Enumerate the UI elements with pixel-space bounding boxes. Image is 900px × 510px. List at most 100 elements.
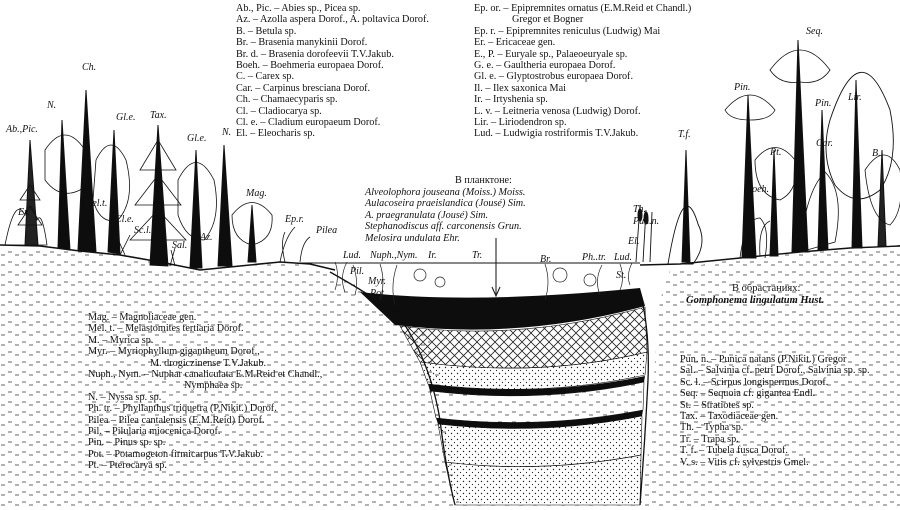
legend-entry: Pin. – Pinus sp. sp. [88,437,166,449]
legend-entry: El. – Eleocharis sp. [236,128,315,140]
legend-entry: G. e. – Gaultheria europaea Dorof. [474,60,616,72]
legend-entry: Seq. – Sequoia cf. gigantea Endl. [680,388,816,400]
legend-entry: Mag. – Magnoliaceae gen. [88,312,197,323]
label-sc-l: Sc.l. [134,225,151,236]
legend-entry: Ep. or. – Epipremnites ornatus (E.M.Reid… [474,3,692,14]
legend-entry: Gl. e. – Glyptostrobus europaea Dorof. [474,71,634,83]
label-gl-e-2: Gl.e. [187,133,206,144]
label-lud-2: Lud. [613,252,632,263]
plankton-line: A. praegranulata (Jousé) Sim. [365,209,489,221]
label-tr: Tr. [472,250,482,261]
label-gl-e-1: Gl.e. [116,112,135,123]
label-ch: Ch. [82,62,96,73]
legend-entry: Tr. – Trapa sp. [680,433,739,445]
label-lir: Lir. [847,92,862,103]
legend-entry: Ph. tr. – Phyllanthus triquetra (P.Nikit… [88,403,277,415]
legend-entry: N. – Nyssa sp. sp. [88,391,162,403]
label-pilea: Pilea [315,225,337,236]
scene-labels: Ab.,Pic. Ch. N. Gl.e. Tax. Gl.e. N. Mag.… [5,26,881,299]
legend-entry: Cl. e. – Cladium europaeum Dorof. [236,117,381,129]
label-ab-pic: Ab.,Pic. [5,124,38,135]
label-pt: Pt. [769,147,781,158]
legend-entry: Il. – Ilex saxonica Mai [474,82,566,94]
plankton-arrowhead [491,286,501,298]
lower-layer-3 [444,454,642,506]
legend-entry: Lir. – Liriodendron sp. [474,117,567,129]
legend-entry: Ab., Pic. – Abies sp., Picea sp. [236,3,361,14]
plankton-line: Stephanodiscus aff. carconensis Grun. [365,221,522,232]
legend-entry: B. – Betula sp. [236,25,297,37]
legend-top-right: Ep. or. – Epipremnites ornatus (E.M.Reid… [474,3,691,140]
plankton-heading: В планктоне: [455,175,512,186]
label-ir: Ir. [427,250,437,261]
label-nuph: Nuph.,Nym. [369,250,418,261]
plankton-line: Alveolophora jouseana (Moiss.) Moiss. [365,186,526,198]
legend-entry: Boeh. – Boehmeria europaea Dorof. [236,60,384,72]
label-n-2: N. [221,127,231,138]
legend-entry: Mel. t. – Melastomites tertiaria Dorof. [88,323,244,335]
label-myr: Myr. [367,276,386,287]
plankton-block: В планктоне: Alveolophora jouseana (Mois… [365,175,526,244]
legend-entry: E., P. – Euryale sp., Palaeoeuryale sp. [474,48,628,60]
legend-entry: Cl. – Cladiocarya sp. [236,105,322,117]
label-pun-n: Pun.n. [632,216,659,227]
label-sal: Sal. [172,240,187,251]
legend-entry: L. v. – Leitneria venosa (Ludwig) Dorof. [474,105,641,117]
legend-entry: Lud. – Ludwigia rostriformis T.V.Jakub. [474,128,639,140]
black-gyttja-layer [360,288,645,330]
legend-entry: Gregor et Bogner [512,14,584,26]
legend-entry: V. s. – Vitis cf. sylvestris Gmel. [680,456,809,468]
legend-entry: Ir. – Irtyshenia sp. [474,94,548,106]
legend-entry: Pil. – Pilularia miocenica Dorof. [88,426,221,438]
legend-entry: Sal. – Salvinia cf. petri Dorof., Salvin… [680,365,870,377]
legend-entry: Th. – Typha sp. [680,422,744,434]
label-tax: Tax. [150,110,167,121]
label-el: El. [627,236,639,247]
legend-entry: Er. – Ericaceae gen. [474,37,556,49]
legend-entry: M. drogiczinense T.V.Jakub. [150,357,267,369]
legend-entry: C. – Carex sp. [236,71,295,83]
legend-entry: Nuph., Nym. – Nuphar canaliculata E.M.Re… [88,369,323,381]
label-mel-t: Mel.t. [83,198,107,209]
label-az: Az. [199,232,213,243]
legend-entry: T. f. – Tubela fusca Dorof. [680,445,788,457]
label-mag: Mag. [245,188,267,199]
ground-fill [0,245,900,510]
label-br: Br. [540,254,551,265]
legend-entry: Az. – Azolla aspera Dorof., A. poltavica… [236,14,429,26]
plankton-line: Aulacoseira praeislandica (Jousé) Sim. [365,198,526,209]
fouling-line: Gomphonema lingulatum Hust. [686,295,824,306]
label-n-1: N. [46,100,56,111]
label-cl-e: Cl.e. [115,214,134,225]
aquatic-plants [334,261,633,306]
label-boeh: Boeh. [746,184,769,195]
legend-top-left: Ab., Pic. – Abies sp., Picea sp. Az. – A… [236,3,429,140]
label-ph-tr: Ph..tr. [581,252,606,263]
label-b: B. [872,148,881,159]
legend-entry: Pt. – Pterocarya sp. [88,460,167,472]
label-pot: Pot. [369,288,386,299]
label-ep-r: Ep.r. [284,214,304,225]
fouling-block: В обрастаниях: Gomphonema lingulatum Hus… [686,283,824,307]
legend-entry: Nymphaea sp. [184,380,243,392]
label-t-f: T.f. [678,129,691,140]
legend-entry: Pun. n. – Punica natans (P.Nikit.) Grego… [680,354,847,365]
label-seq: Seq. [806,26,823,37]
label-th: Th. [633,204,646,215]
legend-entry: Sc. l. – Scirpus longispermus Dorof. [680,376,829,388]
label-st: St. [616,270,626,281]
legend-bottom-right: Pun. n. – Punica natans (P.Nikit.) Grego… [680,354,870,468]
plankton-line: Melosira undulata Ehr. [365,232,460,244]
legend-entry: Pot. – Potamogeton firmicarpus T.V.Jakub… [88,448,263,460]
right-bank-trees [635,39,900,265]
label-pin-2: Pin. [814,98,831,109]
legend-bottom-left: Mag. – Magnoliaceae gen. Mel. t. – Melas… [88,312,322,472]
fouling-heading: В обрастаниях: [732,283,801,294]
sand-layer [419,351,648,390]
legend-entry: Myr. – Myriophyllum gigantheum Dorof., [88,346,260,358]
left-bank-trees [4,89,311,269]
label-car: Car. [816,138,833,149]
legend-entry: Br. d. – Brasenia dorofeevii T.V.Jakub. [236,48,394,60]
legend-entry: Ch. – Chamaecyparis sp. [236,94,338,106]
